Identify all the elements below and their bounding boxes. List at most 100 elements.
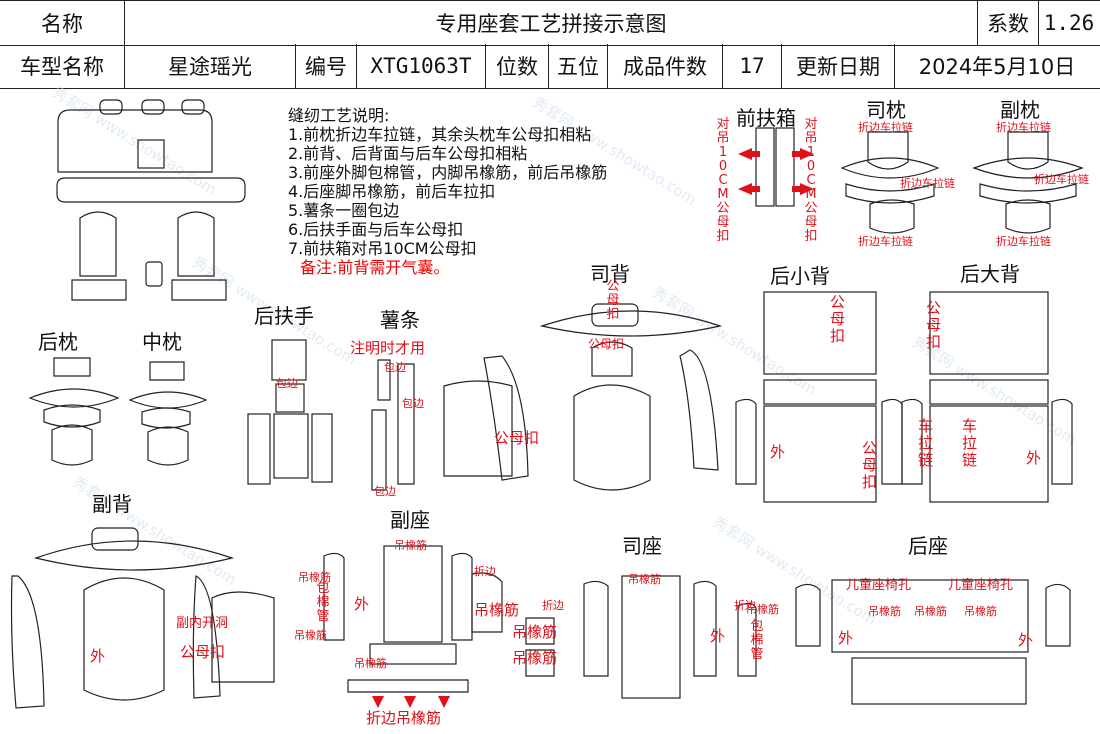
notes-item: 7.前扶箱对吊10CM公母扣 — [288, 239, 477, 258]
annotation-elastic: 吊橡筋 — [964, 605, 997, 618]
model-label: 车型名称 — [0, 44, 125, 88]
front-armrest-drawing — [755, 127, 795, 207]
label-driver-back: 司背 — [590, 262, 630, 286]
date-value: 2024年5月10日 — [918, 55, 1076, 79]
label-passenger-headrest: 副枕 — [1000, 98, 1040, 122]
notes-item: 2.前背、后背面与后车公母扣相粘 — [288, 144, 528, 163]
document-title: 专用座套工艺拼接示意图 — [125, 1, 978, 45]
annotation-child-seat-hole: 儿童座椅孔 — [948, 578, 1014, 593]
passenger-headrest-drawing — [972, 131, 1084, 234]
annotation-buckle: 公母扣 — [180, 643, 226, 661]
annotation-fold-edge: 折边 — [542, 599, 564, 612]
annotation-zipper: 折边车拉链 — [996, 121, 1051, 134]
header-row-2: 车型名称 星途瑶光 编号 XTG1063T 位数 五位 成品件数 17 更新日期… — [0, 44, 1100, 89]
annotation-hang-right: 对吊10CM公母扣 — [804, 117, 818, 244]
annotation-elastic: 吊橡筋 — [394, 539, 427, 552]
annotation-outer: 外 — [90, 647, 106, 665]
annotation-buckle: 公母扣 — [494, 429, 540, 447]
annotation-zipper-vertical: 车拉链 — [918, 417, 934, 469]
label-rear-seat: 后座 — [908, 534, 948, 558]
rear-seat-drawing — [795, 579, 1071, 705]
arrow-right-icon — [792, 151, 800, 157]
label-passenger-seat: 副座 — [390, 508, 430, 532]
annotation-zipper: 折边车拉链 — [858, 121, 913, 134]
date-label: 更新日期 — [782, 44, 895, 88]
arrow-down-icon — [404, 696, 416, 708]
rear-small-back-drawing — [735, 291, 903, 503]
arrow-right-icon — [800, 183, 814, 195]
seats-label: 位数 — [486, 44, 549, 88]
middle-headrest-drawing — [128, 361, 208, 466]
annotation-zipper-vertical: 车拉链 — [962, 417, 978, 469]
notes-item: 4.后座脚吊橡筋，前后车拉扣 — [288, 182, 496, 201]
arrow-down-icon — [438, 696, 450, 708]
code-value: XTG1063T — [357, 44, 486, 88]
rear-headrest-drawing — [28, 357, 120, 466]
label-middle-headrest: 中枕 — [142, 330, 182, 354]
code-label: 编号 — [296, 44, 357, 88]
driver-headrest-drawing — [840, 131, 940, 234]
annotation-elastic: 吊橡筋 — [474, 601, 520, 619]
coefficient-value: 1.26 — [1043, 11, 1095, 35]
annotation-fold-elastic: 折边吊橡筋 — [366, 709, 442, 727]
header-row-1: 名称 专用座套工艺拼接示意图 系数 1.26 — [0, 0, 1100, 46]
pieces-value: 17 — [723, 44, 782, 88]
arrow-left-icon — [738, 148, 752, 160]
notes-item: 5.薯条一圈包边 — [288, 201, 400, 220]
label-driver-seat: 司座 — [622, 534, 662, 558]
notes-remark: 备注:前背需开气囊。 — [300, 258, 450, 277]
seat-overview-drawing — [56, 99, 246, 301]
annotation-fold-edge: 折边 — [474, 565, 496, 578]
annotation-buckle: 公母扣 — [926, 299, 942, 351]
arrow-left-icon — [752, 151, 760, 157]
annotation-outer: 外 — [354, 595, 370, 613]
annotation-elastic: 吊橡筋 — [914, 605, 947, 618]
annotation-outer: 外 — [1018, 631, 1034, 649]
annotation-zipper: 折边车拉链 — [858, 235, 913, 248]
annotation-buckle: 公母扣 — [862, 439, 878, 491]
name-label: 名称 — [0, 1, 125, 45]
annotation-buckle: 公母扣 — [606, 279, 620, 322]
arrow-right-icon — [792, 186, 800, 192]
annotation-note-when-use: 注明时才用 — [350, 339, 426, 357]
label-driver-headrest: 司枕 — [866, 98, 906, 122]
label-rear-large-back: 后大背 — [960, 262, 1020, 286]
annotation-buckle: 公母扣 — [588, 337, 625, 351]
rear-armrest-drawing — [247, 339, 333, 485]
annotation-binding: 包边 — [384, 361, 406, 374]
annotation-elastic: 吊橡筋 — [512, 623, 558, 641]
annotation-buckle: 公母扣 — [830, 293, 846, 345]
label-rear-armrest: 后扶手 — [254, 304, 314, 328]
pieces-label: 成品件数 — [608, 44, 723, 88]
notes-item: 6.后扶手面与后车公母扣 — [288, 220, 464, 239]
label-front-armrest: 前扶箱 — [736, 106, 796, 130]
driver-back-drawing — [483, 303, 723, 491]
annotation-binding: 包边 — [402, 397, 424, 410]
annotation-outer: 外 — [710, 627, 726, 645]
annotation-elastic: 吊橡筋 — [628, 573, 661, 586]
annotation-binding: 包边 — [374, 485, 396, 498]
annotation-hang-left: 对吊10CM公母扣 — [716, 117, 730, 244]
notes-item: 1.前枕折边车拉链，其余头枕车公母扣相粘 — [288, 125, 592, 144]
label-fries-strip: 薯条 — [380, 308, 420, 332]
annotation-cotton-pipe: 包棉管 — [316, 581, 330, 624]
annotation-elastic: 吊橡筋 — [512, 649, 558, 667]
annotation-outer: 外 — [838, 629, 854, 647]
annotation-elastic: 吊橡筋 — [294, 629, 327, 642]
annotation-zipper: 折边车拉链 — [900, 177, 955, 190]
model-value: 星途瑶光 — [125, 44, 296, 88]
rear-large-back-drawing — [901, 291, 1073, 503]
annotation-child-seat-hole: 儿童座椅孔 — [846, 578, 912, 593]
arrow-down-icon — [372, 696, 384, 708]
annotation-fold-edge: 折边 — [734, 599, 756, 612]
annotation-elastic: 吊橡筋 — [298, 571, 331, 584]
annotation-outer: 外 — [1026, 449, 1042, 467]
annotation-cotton-pipe: 包棉管 — [750, 619, 764, 662]
annotation-elastic: 吊橡筋 — [746, 603, 779, 616]
label-passenger-back: 副背 — [92, 492, 132, 516]
annotation-outer: 外 — [770, 443, 786, 461]
annotation-binding: 包边 — [276, 377, 298, 390]
arrow-left-icon — [738, 183, 752, 195]
